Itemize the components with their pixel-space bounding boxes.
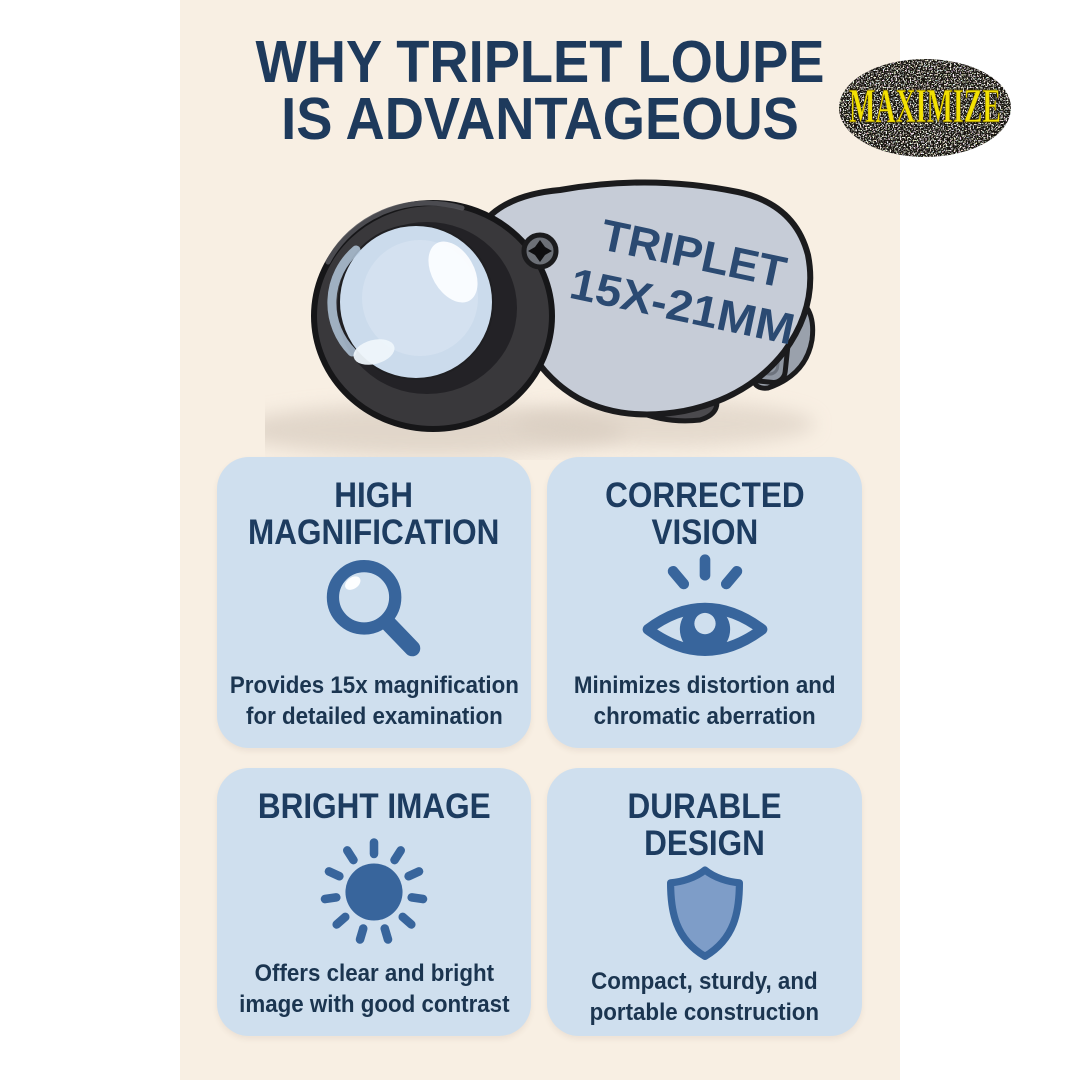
brand-logo: MAXIMIZE — [839, 59, 1011, 157]
card-body-line-1: Provides 15x magnification — [229, 672, 519, 699]
card-heading-line-2: MAGNIFICATION — [248, 513, 500, 552]
lens-highlight — [428, 241, 478, 303]
card-heading: DURABLE DESIGN — [627, 788, 781, 862]
logo-text: MAXIMIZE — [849, 78, 1001, 133]
card-heading-line-1: HIGH — [334, 476, 414, 515]
card-body-line-2: portable construction — [589, 999, 820, 1026]
infographic-canvas: WHY TRIPLET LOUPE IS ADVANTAGEOUS MAXIMI… — [180, 0, 1011, 1080]
card-body-line-2: for detailed examination — [245, 703, 503, 730]
card-heading: HIGH MAGNIFICATION — [248, 477, 499, 551]
sun-icon — [320, 837, 428, 944]
card-icon-area — [315, 551, 433, 670]
card-heading-line-1: BRIGHT IMAGE — [257, 787, 491, 826]
card-icon-area — [315, 825, 433, 958]
loupe-illustration: TRIPLET 15X-21MM — [265, 179, 816, 456]
card-body: Provides 15x magnification for detailed … — [229, 670, 518, 732]
card-heading-line-1: DURABLE — [627, 787, 782, 826]
card-body: Compact, sturdy, and portable constructi… — [590, 966, 819, 1028]
feature-card-durable-design: DURABLE DESIGN Compact, sturdy, and port… — [547, 768, 862, 1036]
page-title: WHY TRIPLET LOUPE IS ADVANTAGEOUS — [209, 29, 871, 152]
shield-icon — [666, 866, 743, 960]
feature-card-corrected-vision: CORRECTED VISION Minimizes distortion an… — [547, 457, 862, 748]
card-body: Minimizes distortion and chromatic aberr… — [574, 670, 836, 732]
card-heading: BRIGHT IMAGE — [258, 788, 491, 825]
card-body-line-2: chromatic aberration — [593, 703, 816, 730]
card-body-line-2: image with good contrast — [238, 991, 510, 1018]
card-icon-area — [630, 551, 780, 670]
card-icon-area — [657, 862, 753, 966]
card-heading: CORRECTED VISION — [605, 477, 805, 551]
card-body-line-1: Offers clear and bright — [254, 960, 494, 987]
card-body-line-1: Compact, sturdy, and — [591, 968, 818, 995]
eye-icon — [642, 553, 767, 656]
loupe-shadow — [265, 401, 815, 456]
magnifier-icon — [326, 559, 421, 656]
page-title-line-2: IS ADVANTAGEOUS — [281, 86, 799, 152]
card-heading-line-2: VISION — [651, 513, 758, 552]
logo-oval-speckle-texture — [839, 59, 1011, 157]
feature-card-high-magnification: HIGH MAGNIFICATION Provides 15x magnific… — [217, 457, 531, 748]
card-body: Offers clear and bright image with good … — [239, 958, 509, 1020]
card-heading-line-1: CORRECTED — [604, 476, 805, 515]
feature-card-bright-image: BRIGHT IMAGE — [217, 768, 531, 1036]
page-title-line-1: WHY TRIPLET LOUPE — [255, 29, 825, 95]
loupe-lens-housing — [311, 200, 555, 432]
card-heading-line-2: DESIGN — [644, 824, 765, 863]
loupe-pivot-screw — [521, 232, 559, 270]
card-body-line-1: Minimizes distortion and — [573, 672, 836, 699]
